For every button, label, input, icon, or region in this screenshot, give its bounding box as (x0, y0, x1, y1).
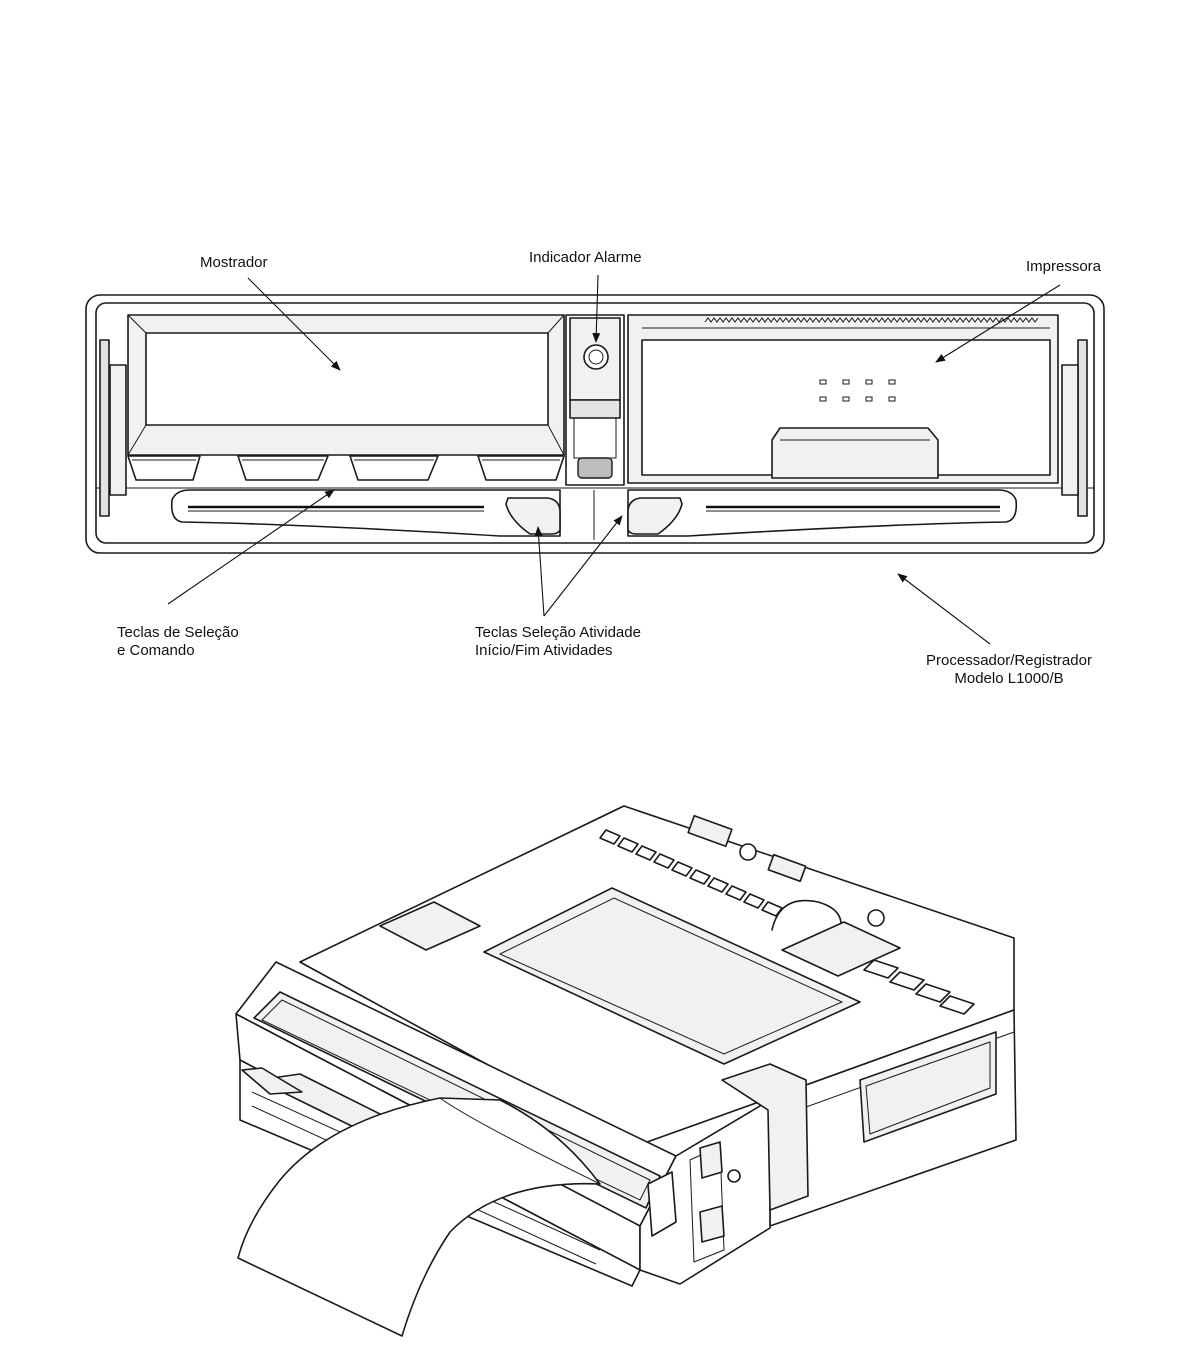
alarm-lamp-icon (583, 344, 609, 370)
label-teclas-atividade: Teclas Seleção Atividade Início/Fim Ativ… (475, 624, 641, 660)
front-view (85, 294, 1105, 554)
key-1 (127, 455, 201, 481)
arrow-teclas-selecao (167, 489, 335, 605)
arrow-processador (897, 573, 991, 645)
alarm-indicator (565, 314, 625, 486)
label-teclas-selecao: Teclas de Seleção e Comando (117, 624, 239, 660)
activity-key-left (505, 497, 561, 535)
label-mostrador: Mostrador (200, 254, 268, 271)
selection-command-keys (127, 455, 565, 481)
label-processador: Processador/Registrador Modelo L1000/B (902, 652, 1116, 688)
right-side-clip (1061, 339, 1088, 517)
arrow-atividade-left (534, 526, 545, 617)
paper-printout (237, 1097, 601, 1337)
activity-key-right (627, 497, 683, 535)
card-slot-left (170, 489, 561, 537)
top-label-plate (483, 887, 861, 1065)
label-teclas-atividade-line2: Início/Fim Atividades (475, 642, 613, 659)
printer-drawer (627, 314, 1059, 484)
key-3 (349, 455, 439, 481)
arrow-mostrador (247, 277, 341, 371)
arrow-impressora (935, 284, 1061, 363)
label-processador-line2: Modelo L1000/B (954, 670, 1064, 687)
label-impressora: Impressora (1026, 258, 1102, 275)
label-teclas-atividade-line1: Teclas Seleção Atividade (475, 624, 641, 641)
display-screen (127, 314, 565, 456)
key-2 (237, 455, 329, 481)
label-processador-line1: Processador/Registrador (926, 652, 1092, 669)
label-teclas-selecao-line1: Teclas de Seleção (117, 624, 239, 641)
arrow-indicador-alarme (592, 274, 601, 343)
arrow-atividade-right (543, 515, 623, 617)
card-slot-right (627, 489, 1018, 537)
key-4 (477, 455, 565, 481)
rear-connectors (687, 814, 885, 933)
printer-vent-dots (819, 379, 896, 402)
label-indicador-alarme: Indicador Alarme (529, 249, 642, 266)
left-side-clip (99, 339, 127, 517)
callout-arrows (167, 274, 1061, 645)
top-vents (599, 829, 975, 1015)
label-teclas-selecao-line2: e Comando (117, 642, 195, 659)
perspective-view (235, 805, 1017, 1337)
